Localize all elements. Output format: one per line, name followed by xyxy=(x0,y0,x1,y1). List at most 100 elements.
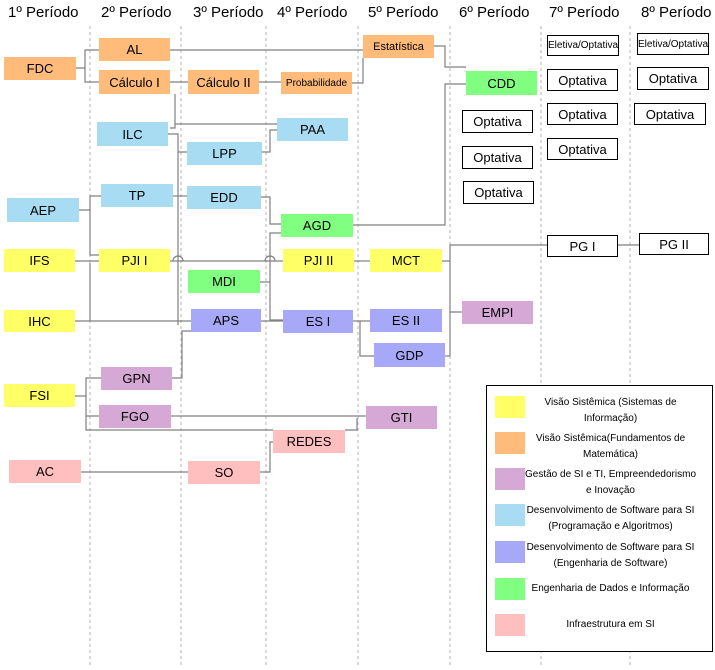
course-box-pg1: PG I xyxy=(547,235,618,257)
course-box-op7a: Optativa xyxy=(547,69,618,91)
course-box-aep: AEP xyxy=(7,198,79,222)
course-box-so: SO xyxy=(188,461,260,484)
legend-label-green: Engenharia de Dados e Informação xyxy=(487,581,714,597)
legend-label-periwinkle: Desenvolvimento de Software para SI (Enge… xyxy=(487,540,714,572)
prerequisite-connector xyxy=(352,58,364,84)
prerequisite-connector xyxy=(261,196,281,225)
course-box-op7b: Optativa xyxy=(547,103,618,125)
legend-swatch-orange xyxy=(495,432,525,454)
legend-label-lightblue: Desenvolvimento de Software para SI (Prog… xyxy=(487,503,714,535)
course-box-es2: ES II xyxy=(370,309,442,332)
course-box-calc1: Cálculo I xyxy=(99,70,170,94)
course-box-op7c: Optativa xyxy=(547,138,618,160)
course-box-ihc: IHC xyxy=(4,310,75,332)
prerequisite-connector xyxy=(85,416,273,431)
course-box-est: Estatística xyxy=(363,35,434,58)
period-header-7: 7º Período xyxy=(549,4,620,21)
prerequisite-connector xyxy=(172,330,191,379)
prerequisite-connector xyxy=(89,210,99,256)
course-box-fgo: FGO xyxy=(99,405,171,428)
legend-label-line: Visão Sistêmica(Fundamentos de xyxy=(535,433,686,444)
legend-label-line: Infraestrutura em SI xyxy=(566,619,655,630)
period-header-1: 1º Período xyxy=(8,4,79,21)
prerequisite-connector xyxy=(170,123,277,129)
course-box-ac: AC xyxy=(9,460,81,483)
period-header-2: 2º Período xyxy=(101,4,172,21)
course-box-empi: EMPI xyxy=(462,301,533,324)
legend-label-line: Gestão de SI e TI, Empreendedorismo xyxy=(524,469,696,480)
course-box-calc2: Cálculo II xyxy=(188,70,259,94)
prerequisite-connector xyxy=(75,377,101,397)
period-header-4: 4º Período xyxy=(277,4,348,21)
prerequisite-connector xyxy=(353,83,466,226)
legend-label-line: e Inovação xyxy=(586,485,635,496)
course-box-fdc: FDC xyxy=(4,57,76,80)
course-box-op8b: Optativa xyxy=(634,103,706,125)
course-box-cdd: CDD xyxy=(466,71,537,95)
course-box-es1: ES I xyxy=(283,310,353,333)
course-box-el8: Eletiva/Optativa xyxy=(637,33,709,55)
course-box-pg2: PG II xyxy=(639,233,709,255)
course-box-op6b: Optativa xyxy=(462,146,533,169)
course-box-gpn: GPN xyxy=(101,367,172,390)
course-box-ifs: IFS xyxy=(4,249,75,272)
course-box-paa: PAA xyxy=(277,118,348,141)
course-box-agd: AGD xyxy=(281,214,353,237)
course-box-al: AL xyxy=(99,38,170,61)
course-box-fsi: FSI xyxy=(4,384,75,407)
legend-label-line: (Engenharia de Software) xyxy=(553,558,668,569)
course-box-aps: APS xyxy=(191,309,261,332)
course-box-pji2: PJI II xyxy=(283,249,354,272)
prerequisite-connector xyxy=(449,261,462,313)
course-box-ilc: ILC xyxy=(97,122,168,146)
legend-label-line: Informação) xyxy=(583,413,638,424)
period-header-6: 6º Período xyxy=(459,4,530,21)
legend-swatch-lightblue xyxy=(495,504,525,526)
course-box-gti: GTI xyxy=(366,406,437,429)
line-hop xyxy=(172,255,184,262)
line-hop xyxy=(264,255,276,262)
legend-swatch-periwinkle xyxy=(495,541,525,563)
course-box-op6a: Optativa xyxy=(462,110,533,133)
period-header-3: 3º Período xyxy=(193,4,264,21)
course-box-edd: EDD xyxy=(187,186,261,209)
course-box-op6c: Optativa xyxy=(463,181,534,204)
course-box-redes: REDES xyxy=(273,430,345,453)
prerequisite-connector xyxy=(434,45,466,68)
legend-swatch-pink xyxy=(495,614,525,636)
prerequisite-connector xyxy=(345,418,358,431)
prerequisite-connector xyxy=(84,68,99,83)
legend-label-pink: Infraestrutura em SI xyxy=(487,617,714,633)
course-box-gdp: GDP xyxy=(374,343,445,367)
legend-swatch-green xyxy=(495,578,525,600)
legend-swatch-yellow xyxy=(495,396,525,418)
prerequisite-connector xyxy=(260,281,283,321)
period-header-5: 5º Período xyxy=(368,4,439,21)
prerequisite-connector xyxy=(269,232,281,282)
prerequisite-connector xyxy=(359,321,374,357)
course-box-tp: TP xyxy=(101,184,173,207)
prerequisite-connector xyxy=(260,441,273,473)
legend-label-line: Desenvolvimento de Software para SI xyxy=(526,542,695,553)
prerequisite-connector xyxy=(445,312,451,357)
legend-label-purple: Gestão de SI e TI, Empreendedorismo e Ino… xyxy=(487,467,714,499)
legend-label-line: (Programação e Algoritmos) xyxy=(548,521,673,532)
legend-label-line: Visão Sistêmica (Sistemas de xyxy=(544,397,677,408)
legend-label-line: Engenharia de Dados e Informação xyxy=(531,583,690,594)
prerequisite-connector xyxy=(85,396,99,417)
course-box-pji1: PJI I xyxy=(99,249,170,272)
legend-label-line: Desenvolvimento de Software para SI xyxy=(526,505,695,516)
course-box-mct: MCT xyxy=(370,249,442,272)
legend-swatch-purple xyxy=(495,468,525,490)
legend-label-yellow: Visão Sistêmica (Sistemas de Informação) xyxy=(487,395,714,427)
course-box-prob: Probabilidade xyxy=(281,72,352,94)
course-box-op8a: Optativa xyxy=(637,67,709,90)
prerequisite-connector xyxy=(442,244,547,262)
prerequisite-connector xyxy=(168,133,187,153)
period-header-8: 8º Período xyxy=(641,4,712,21)
course-box-mdi: MDI xyxy=(188,270,260,293)
prerequisite-connector xyxy=(76,49,99,69)
